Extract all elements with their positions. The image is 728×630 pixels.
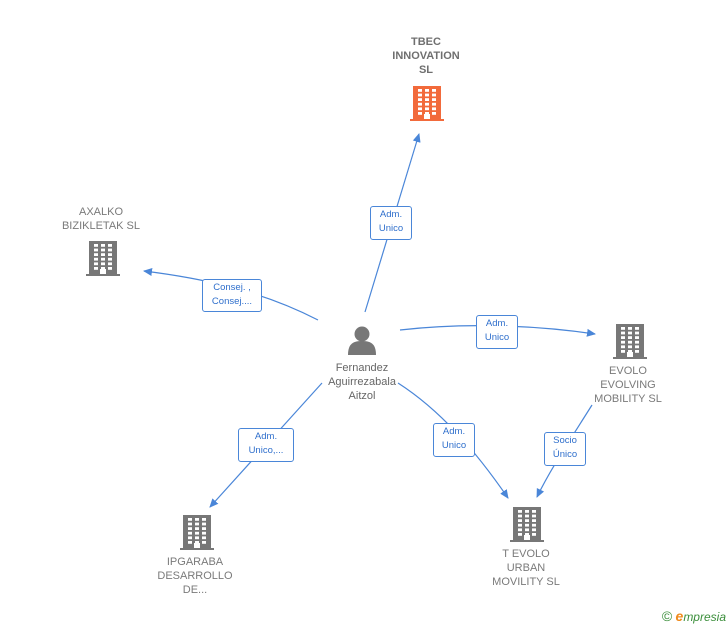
node-label-tbec[interactable]: TBEC INNOVATION SL xyxy=(392,36,460,76)
copyright-symbol: © xyxy=(661,608,673,624)
logo-text: mpresia xyxy=(683,610,726,624)
edge-label-evolo[interactable]: Adm. Unico xyxy=(476,315,518,349)
building-icon-evolo[interactable] xyxy=(613,324,647,359)
node-label-ipgaraba[interactable]: IPGARABA DESARROLLO DE... xyxy=(157,556,233,596)
node-label-axalko[interactable]: AXALKO BIZIKLETAK SL xyxy=(61,206,141,232)
edge-label-tevolo[interactable]: Socio Único xyxy=(544,432,586,466)
edge-label-tbec[interactable]: Adm. Unico xyxy=(370,206,412,240)
edge-label-axalko[interactable]: Consej. , Consej.... xyxy=(202,279,262,312)
logo-initial: e xyxy=(675,608,684,624)
building-icon-tbec[interactable] xyxy=(410,86,444,121)
node-label-person[interactable]: Fernandez Aguirrezabala Aitzol xyxy=(328,362,396,402)
node-label-tevolo[interactable]: T EVOLO URBAN MOVILITY SL xyxy=(492,548,560,588)
node-label-evolo[interactable]: EVOLO EVOLVING MOBILITY SL xyxy=(594,365,662,405)
building-icon-tevolo[interactable] xyxy=(510,507,544,542)
building-icon-ipgaraba[interactable] xyxy=(180,515,214,550)
building-icon-axalko[interactable] xyxy=(86,241,120,276)
edge-label-tevolo[interactable]: Adm. Unico xyxy=(433,423,475,457)
person-icon[interactable] xyxy=(348,326,376,356)
edge-label-ipgaraba[interactable]: Adm. Unico,... xyxy=(238,428,294,462)
empresia-logo: © empresia xyxy=(662,608,726,624)
